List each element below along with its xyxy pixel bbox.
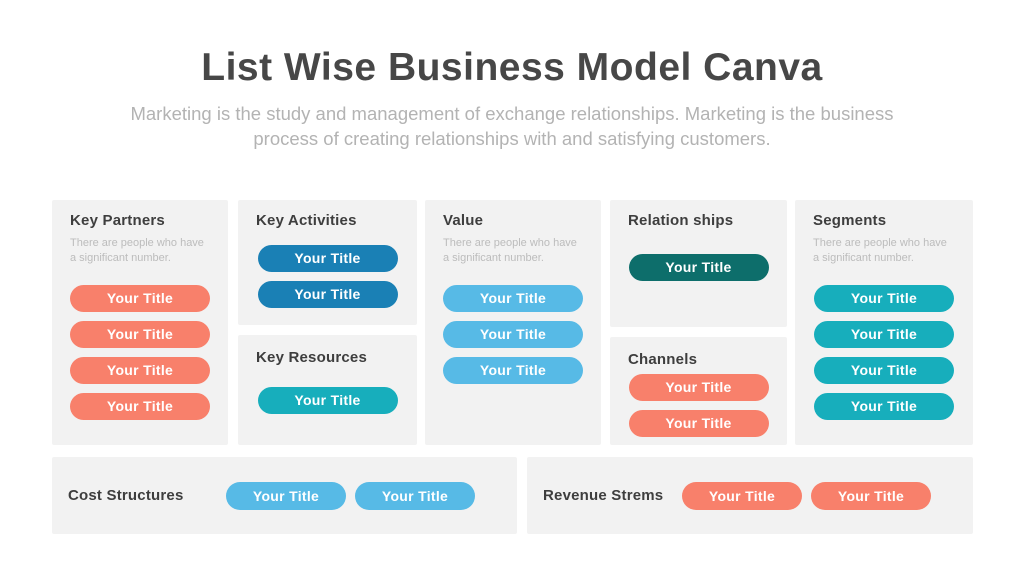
pill-your-title[interactable]: Your Title <box>355 481 475 510</box>
pill-list-key-resources: Your Title <box>256 387 399 414</box>
pill-your-title[interactable]: Your Title <box>70 393 210 421</box>
pill-your-title[interactable]: Your Title <box>257 245 398 272</box>
panel-relationships: Relation ships Your Title <box>610 200 787 327</box>
panel-cost-structures: Cost Structures Your Title Your Title <box>52 457 517 534</box>
panel-description-key-partners: There are people who have a significant … <box>70 237 204 264</box>
panel-title-key-activities: Key Activities <box>256 212 357 229</box>
pill-your-title[interactable]: Your Title <box>628 410 769 437</box>
panel-title-key-partners: Key Partners <box>70 212 165 229</box>
pill-your-title[interactable]: Your Title <box>443 321 583 349</box>
pill-your-title[interactable]: Your Title <box>814 393 954 421</box>
panel-title-cost-structures: Cost Structures <box>68 487 184 504</box>
panel-revenue-streams: Revenue Strems Your Title Your Title <box>527 457 973 534</box>
pill-list-revenue-streams: Your Title Your Title <box>682 481 931 510</box>
pill-list-cost-structures: Your Title Your Title <box>226 481 475 510</box>
panel-title-relationships: Relation ships <box>628 212 734 229</box>
pill-your-title[interactable]: Your Title <box>70 357 210 385</box>
panel-key-partners: Key Partners There are people who have a… <box>52 200 228 445</box>
pill-your-title[interactable]: Your Title <box>257 387 398 414</box>
pill-your-title[interactable]: Your Title <box>226 481 346 510</box>
panel-title-segments: Segments <box>813 212 887 229</box>
panel-description-segments: There are people who have a significant … <box>813 237 947 264</box>
pill-your-title[interactable]: Your Title <box>70 285 210 313</box>
pill-your-title[interactable]: Your Title <box>682 481 802 510</box>
pill-your-title[interactable]: Your Title <box>628 254 769 281</box>
pill-your-title[interactable]: Your Title <box>811 481 931 510</box>
panel-value: Value There are people who have a signif… <box>425 200 601 445</box>
panel-title-revenue-streams: Revenue Strems <box>543 487 664 504</box>
panel-key-resources: Key Resources Your Title <box>238 335 417 445</box>
pill-your-title[interactable]: Your Title <box>814 357 954 385</box>
page-title: List Wise Business Model Canva <box>201 46 823 89</box>
panel-segments: Segments There are people who have a sig… <box>795 200 973 445</box>
panel-title-channels: Channels <box>628 351 698 368</box>
panel-title-key-resources: Key Resources <box>256 349 367 366</box>
panel-description-value: There are people who have a significant … <box>443 237 577 264</box>
pill-your-title[interactable]: Your Title <box>814 285 954 313</box>
pill-list-relationships: Your Title <box>628 254 769 281</box>
pill-your-title[interactable]: Your Title <box>814 321 954 349</box>
pill-your-title[interactable]: Your Title <box>443 357 583 385</box>
panel-title-value: Value <box>443 212 484 229</box>
pill-your-title[interactable]: Your Title <box>443 285 583 313</box>
page-subtitle: Marketing is the study and management of… <box>130 103 894 149</box>
pill-your-title[interactable]: Your Title <box>70 321 210 349</box>
pill-your-title[interactable]: Your Title <box>257 281 398 308</box>
pill-your-title[interactable]: Your Title <box>628 374 769 401</box>
